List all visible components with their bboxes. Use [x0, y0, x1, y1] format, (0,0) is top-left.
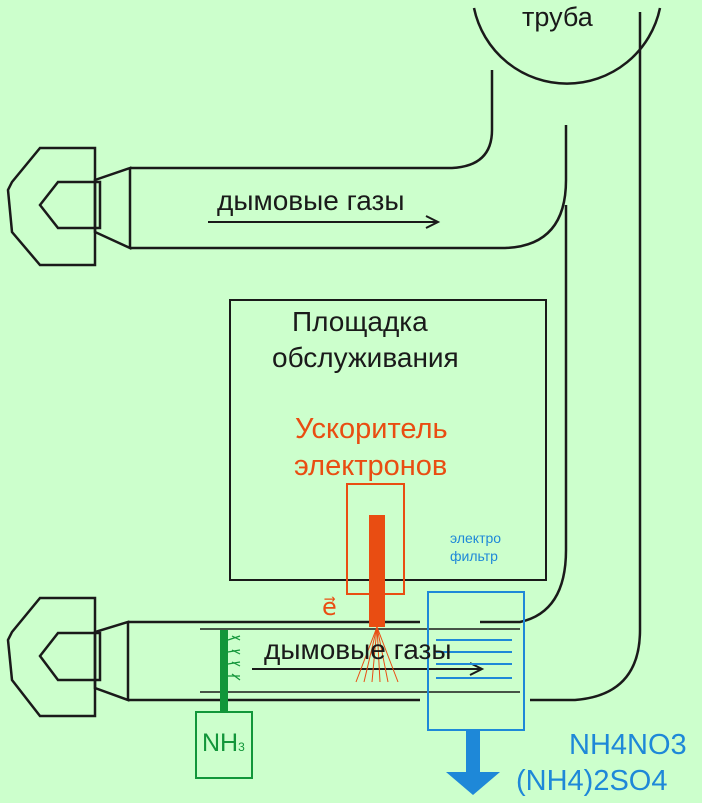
- upper-burner-cone: [93, 166, 132, 250]
- upper-burner-body: [6, 146, 97, 267]
- output-arrow-shaft: [466, 730, 480, 772]
- electrofilter-label-2: фильтр: [450, 548, 498, 564]
- upper-burner-nozzle: [38, 180, 102, 230]
- lower-burner-nozzle: [38, 631, 102, 682]
- lower-burner-cone: [93, 620, 130, 702]
- service-platform-label-1: Площадка: [292, 306, 428, 337]
- electrofilter-label-1: электро: [450, 530, 502, 546]
- chimney-outline: [472, 7, 662, 85]
- service-platform-box: [229, 299, 547, 581]
- product-ammonium-nitrate: NH4NO3: [569, 729, 687, 761]
- accelerator-label-1: Ускоритель: [295, 413, 448, 445]
- product-ammonium-sulfate: (NH4)2SO4: [516, 765, 668, 797]
- output-arrow-head: [446, 772, 500, 795]
- electron-beam-rays: [355, 626, 399, 683]
- upper-duct-top-wall: [130, 70, 494, 170]
- accelerator-label-2: электронов: [294, 450, 448, 482]
- flue-gas-label-top: дымовые газы: [217, 185, 405, 216]
- chimney-label: труба: [522, 2, 593, 32]
- upper-duct-bottom-wall: [130, 125, 568, 250]
- electrofilter-plates: [436, 639, 512, 679]
- electron-symbol: e⃗: [322, 594, 337, 621]
- flue-gas-label-bottom: дымовые газы: [264, 634, 452, 665]
- service-platform-label-2: обслуживания: [272, 342, 459, 373]
- upper-flow-arrow: [208, 215, 441, 229]
- outer-chimney-wall: [530, 12, 642, 702]
- ammonia-label-main: NH: [202, 729, 239, 757]
- ammonia-spray: [227, 635, 241, 681]
- lower-burner-body: [6, 596, 97, 718]
- accelerator-beam-tube: [369, 515, 385, 627]
- ammonia-label-sub: 3: [238, 740, 245, 754]
- ammonia-pipe: [220, 630, 228, 712]
- ammonia-label: NH3: [202, 731, 245, 756]
